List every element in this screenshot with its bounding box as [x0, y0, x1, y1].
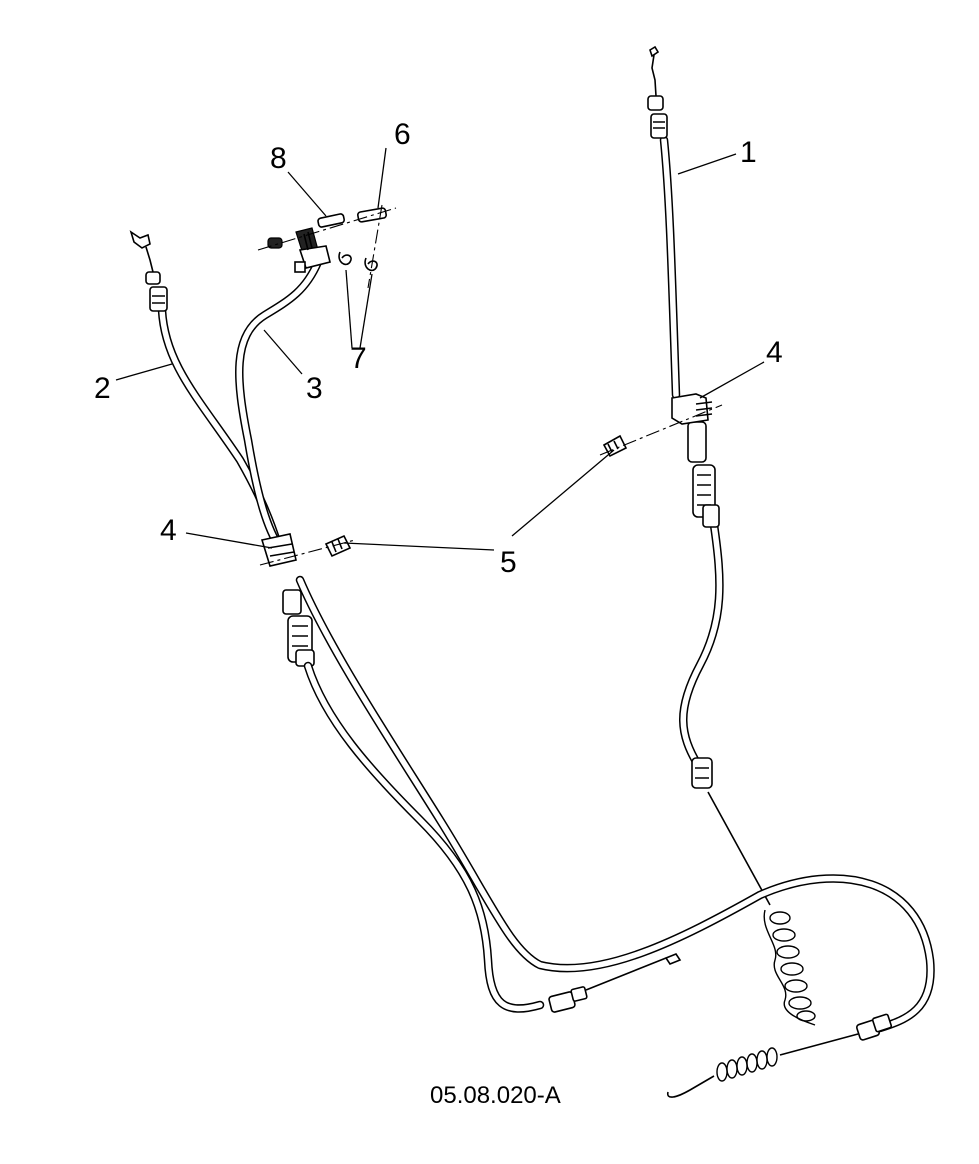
callout-4-right: 4	[766, 336, 783, 369]
callout-2: 2	[94, 372, 111, 405]
leader-lines	[115, 147, 765, 551]
lower-cable-routing	[282, 575, 935, 1098]
centerlines	[257, 204, 723, 566]
callout-4-left: 4	[160, 514, 177, 547]
part-5-lower	[324, 534, 352, 558]
figure-reference-code: 05.08.020-A	[430, 1082, 561, 1109]
cable-3	[235, 227, 331, 553]
callout-8: 8	[270, 142, 287, 175]
clamp-4-left	[260, 533, 297, 567]
clamp-4-right	[671, 393, 713, 425]
callout-1: 1	[740, 136, 757, 169]
callout-3: 3	[306, 372, 323, 405]
part-8-bushing	[317, 213, 345, 228]
callout-7: 7	[350, 342, 367, 375]
cable-1	[647, 45, 816, 1026]
callout-6: 6	[394, 118, 411, 151]
callout-5: 5	[500, 546, 517, 579]
part-5-upper	[602, 434, 628, 458]
